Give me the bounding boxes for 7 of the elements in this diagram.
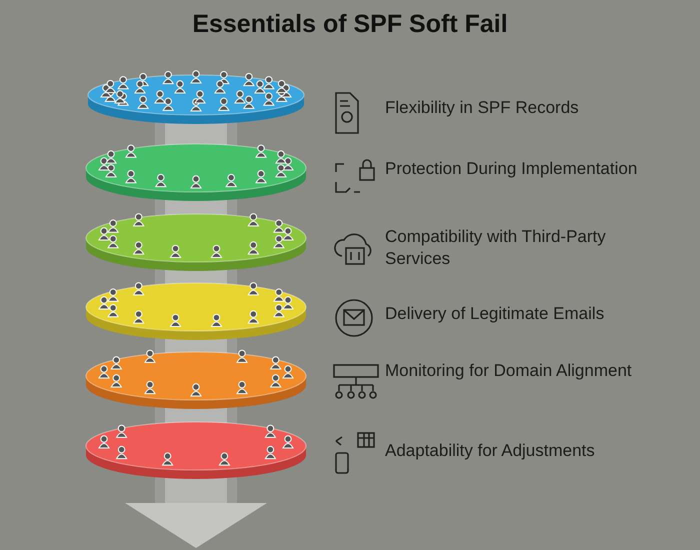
item-label: Adaptability for Adjustments (385, 440, 596, 462)
item-label: Protection During Implementation (385, 158, 638, 180)
item-label: Delivery of Legitimate Emails (385, 303, 606, 325)
item-label: Flexibility in SPF Records (385, 97, 580, 119)
title: Essentials of SPF Soft Fail (191, 10, 509, 39)
item-label: Compatibility with Third-Party Services (385, 226, 607, 270)
item-label: Monitoring for Domain Alignment (385, 360, 633, 382)
